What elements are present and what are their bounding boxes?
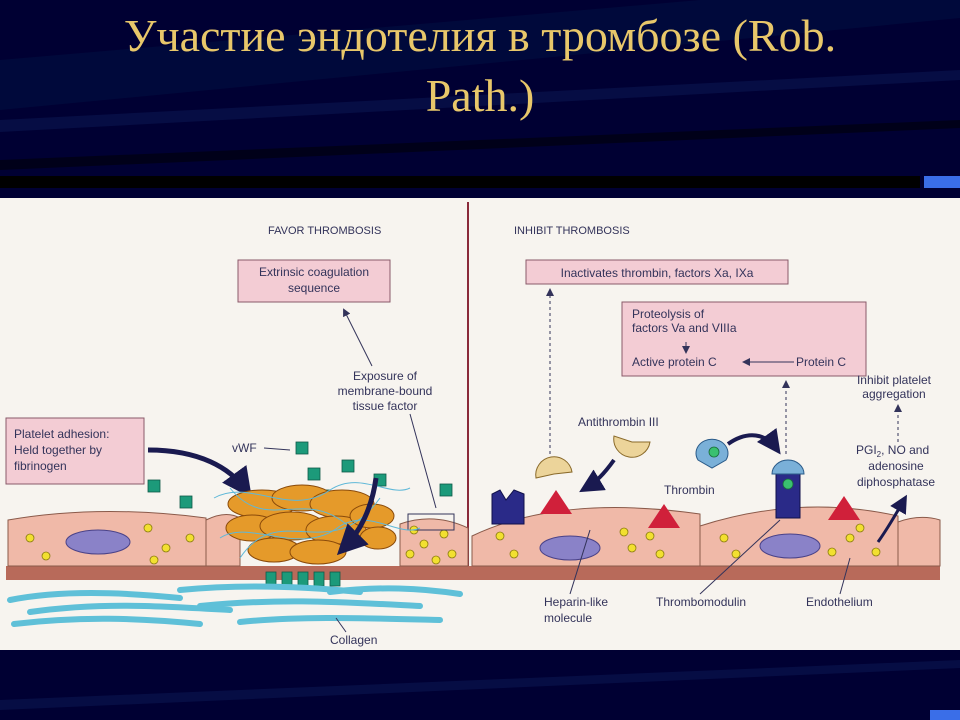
thrombin-bound-site xyxy=(782,478,794,490)
platelet-adhesion-box xyxy=(5,417,145,485)
inhibit-platelet-label-line-1: Inhibit platelet xyxy=(857,373,932,387)
thrombin-bound xyxy=(771,459,805,475)
antithrombin-binding-arrow xyxy=(579,458,616,493)
thrombomodulin-label: Thrombomodulin xyxy=(656,595,746,609)
tissue-factor-pointer xyxy=(409,413,437,509)
collagen-pointer xyxy=(335,617,347,633)
exposure-label-line-3: tissue factor xyxy=(353,399,418,413)
slide-title: Участие эндотелия в тромбозе (Rob. Path.… xyxy=(40,6,920,126)
thrombin-site xyxy=(708,446,720,458)
exposure-label-line-2: membrane-bound xyxy=(338,384,433,398)
pgi-label-line-1: PGI2, NO and xyxy=(856,443,929,459)
heparin-triangle xyxy=(540,490,572,514)
platelet-label-line-3: fibrinogen xyxy=(14,459,67,473)
exposure-label-line-1: Exposure of xyxy=(353,369,418,383)
accent-bar-bottom-right xyxy=(930,710,960,720)
diagram-svg: FAVOR THROMBOSIS INHIBIT THROMBOSIS Extr… xyxy=(5,202,941,647)
collagen-label: Collagen xyxy=(330,633,377,647)
antithrombin-bound xyxy=(535,456,573,479)
protein-c-label: Protein C xyxy=(796,355,846,369)
antithrombin-label: Antithrombin III xyxy=(578,415,659,429)
favor-thrombosis-heading: FAVOR THROMBOSIS xyxy=(268,225,381,237)
endothelial-triangle xyxy=(648,504,680,528)
cell-granules xyxy=(25,523,881,565)
inactivates-label: Inactivates thrombin, factors Xa, IXa xyxy=(561,266,754,280)
platelet-adhesion-arrow xyxy=(147,447,252,499)
cell-nucleus xyxy=(65,529,131,555)
extrinsic-label-line-1: Extrinsic coagulation xyxy=(259,265,369,279)
endothelial-triangle xyxy=(828,496,860,520)
exposure-arrow xyxy=(343,308,373,367)
endothelium-pointer xyxy=(839,557,851,595)
endothelium-label: Endothelium xyxy=(806,595,873,609)
heparin-label-line-2: molecule xyxy=(544,611,592,625)
slide-title-line-2: Path.) xyxy=(425,70,535,121)
pgi-subscript: 2 xyxy=(877,450,882,459)
active-protein-c-label: Active protein C xyxy=(632,355,717,369)
platelet-aggregate xyxy=(225,484,397,565)
thrombin-binding-arrow xyxy=(726,428,781,455)
collagen-fibers xyxy=(7,583,463,627)
inhibit-platelet-label-line-2: aggregation xyxy=(862,387,925,401)
inactivates-box xyxy=(525,259,789,285)
proteolysis-label-line-2: factors Va and VIIIa xyxy=(632,321,737,335)
platelet-label-line-2: Held together by xyxy=(14,443,102,457)
thrombosis-diagram: FAVOR THROMBOSIS INHIBIT THROMBOSIS Extr… xyxy=(0,198,960,650)
pgi-label-line-3: diphosphatase xyxy=(857,475,935,489)
tissue-factor-marker xyxy=(407,513,455,531)
extrinsic-label-line-2: sequence xyxy=(288,281,340,295)
vwf-label: vWF xyxy=(232,441,257,455)
slide-title-line-1: Участие эндотелия в тромбозе (Rob. xyxy=(123,10,837,61)
accent-bar-top-right xyxy=(924,176,960,188)
vwf-pointer xyxy=(263,447,291,451)
platelet-label-line-1: Platelet adhesion: xyxy=(14,427,109,441)
thrombin-label: Thrombin xyxy=(664,483,715,497)
heparin-like-receptor xyxy=(491,489,525,525)
fibrinogen-strands xyxy=(213,482,421,559)
adhesion-arrow-collagen xyxy=(336,477,379,556)
proteolysis-label-line-1: Proteolysis of xyxy=(632,307,705,321)
cell-nucleus xyxy=(539,535,601,561)
heparin-pointer xyxy=(569,529,591,595)
thrombomodulin-pointer xyxy=(699,519,781,595)
collagen-receptors xyxy=(265,571,341,587)
pgi-release-arrow xyxy=(876,494,907,543)
pgi-label-rest: , NO and xyxy=(881,443,929,457)
pgi-label-line-2: adenosine xyxy=(868,459,924,473)
basement-membrane xyxy=(6,566,940,580)
pgi-label: PGI xyxy=(856,443,877,457)
inhibit-thrombosis-heading: INHIBIT THROMBOSIS xyxy=(514,225,630,237)
extrinsic-coagulation-box xyxy=(237,259,391,303)
antithrombin-molecule xyxy=(613,435,651,458)
cell-nucleus xyxy=(759,533,821,559)
heparin-label-line-1: Heparin-like xyxy=(544,595,608,609)
